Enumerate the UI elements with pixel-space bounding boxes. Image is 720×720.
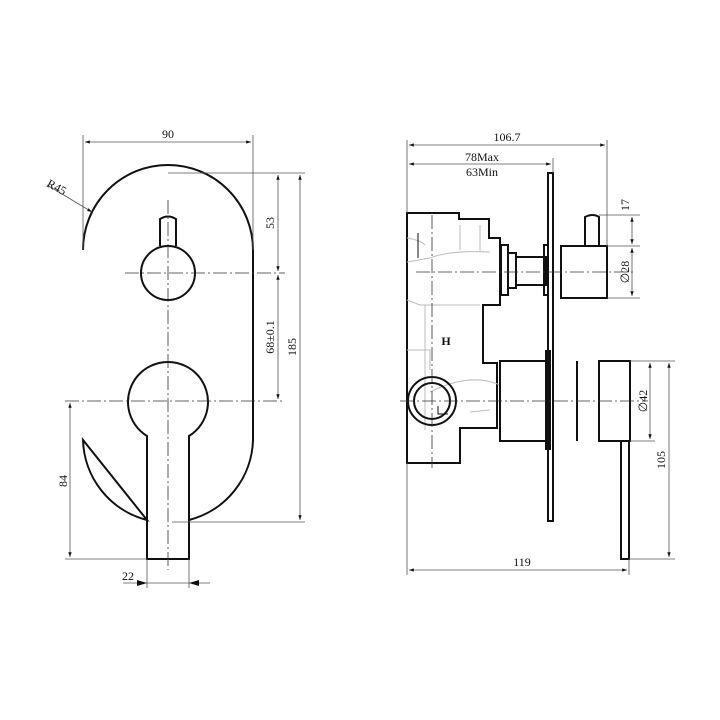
dim-106-7-label: 106.7: [494, 130, 521, 144]
side-view: H: [400, 130, 675, 575]
wall-plate: [547, 172, 554, 522]
dim-119-label: 119: [513, 555, 531, 569]
dim-width-label: 90: [162, 127, 174, 141]
nut-hex: [507, 252, 517, 289]
arrow: [137, 580, 147, 586]
front-view: 90 R45 53 68±0.1 185 84 22: [45, 127, 305, 588]
dim-84-label: 84: [56, 475, 70, 487]
hot-marking: H: [441, 334, 451, 348]
plate-flange-top: [543, 244, 549, 296]
cover-plate-outline: [81, 164, 254, 522]
valve-body-internal: [406, 225, 501, 430]
dim-radius-label: R45: [45, 176, 69, 198]
dim-78max-label: 78Max: [465, 150, 499, 164]
dim-22-label: 22: [122, 569, 134, 583]
dim-line-radius: [46, 184, 93, 213]
arrow: [189, 580, 199, 586]
diverter-stem: [159, 215, 177, 246]
dim-28-label: ∅28: [618, 261, 632, 283]
dim-105-label: 105: [654, 451, 668, 469]
dim-185-label: 185: [285, 338, 299, 356]
dim-17-label: 17: [618, 199, 632, 211]
nut: [500, 244, 509, 296]
dim-68-label: 68±0.1: [263, 320, 277, 354]
dim-63min-label: 63Min: [466, 165, 498, 179]
dim-53-label: 53: [263, 217, 277, 229]
valve-body: [406, 212, 501, 464]
inlet-key: [437, 406, 448, 415]
diverter-stem-side: [584, 214, 600, 246]
lever-side: [620, 441, 630, 560]
diverter-shaft: [515, 256, 547, 286]
dim-42-label: ∅42: [636, 390, 650, 412]
lever-handle: [127, 360, 209, 560]
